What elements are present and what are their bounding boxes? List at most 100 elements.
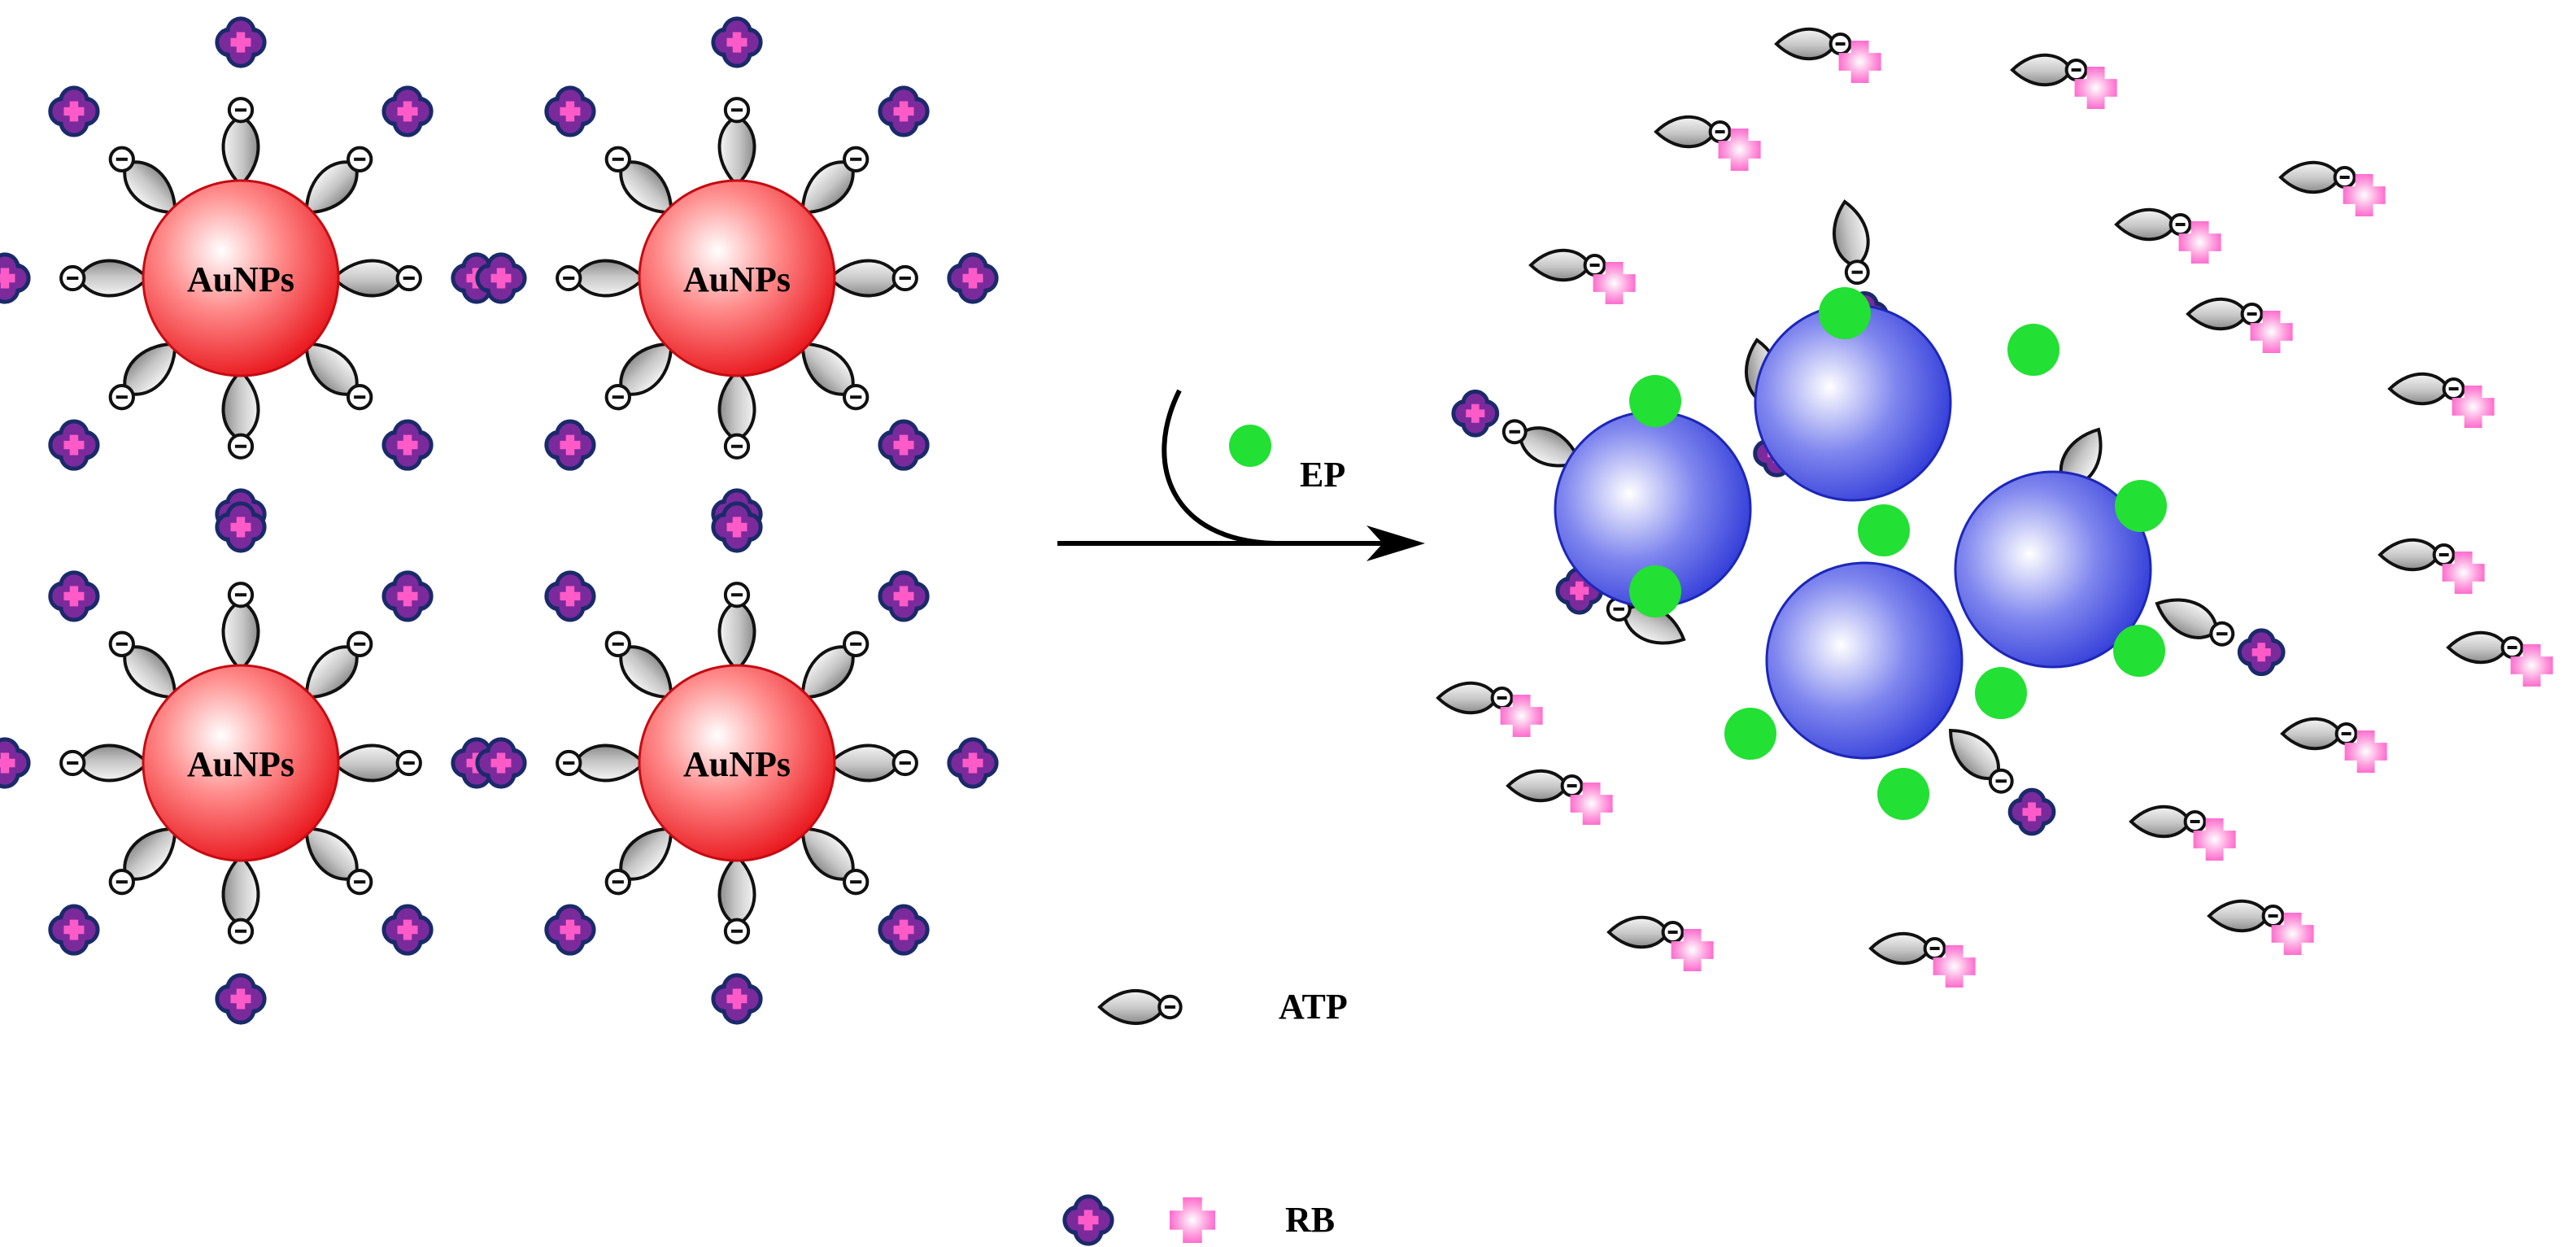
atp-ligand: [800, 342, 870, 411]
atp-molecule: [2010, 53, 2088, 87]
free-atp-rb-pairs: [1436, 27, 2553, 988]
free-atp-rb-pair: [2129, 804, 2236, 861]
ep-reagent-dot: [1229, 425, 1271, 467]
atp-ligand: [108, 826, 177, 896]
free-atp-rb-pair: [1774, 27, 1881, 83]
free-atp-rb-pair: [2010, 53, 2117, 109]
free-atp-rb-pair: [2446, 630, 2553, 687]
rb-bound-marker: [711, 501, 763, 553]
legend: ATP RB: [1062, 987, 1348, 1246]
atp-molecule: [2114, 207, 2192, 242]
reaction-arrow: EP: [1057, 389, 1425, 561]
free-atp-rb-pair: [1436, 681, 1543, 737]
atp-ligand: [59, 743, 150, 783]
atp-legend-label: ATP: [1279, 987, 1348, 1027]
rb-bound-marker: [711, 16, 763, 68]
rb-bound-marker: [381, 85, 434, 137]
rb-bound-marker: [215, 16, 267, 68]
atp-ligand: [717, 368, 756, 460]
rb-bound-marker: [381, 570, 434, 622]
rb-free-marker: [1718, 129, 1761, 171]
atp-ligand: [827, 259, 918, 298]
reaction-arrow-head: [1366, 525, 1425, 561]
rb-bound-marker: [2237, 628, 2286, 677]
free-atp-rb-pair: [2186, 297, 2293, 353]
rb-bound-marker: [544, 570, 596, 622]
rb-free-marker: [2250, 311, 2293, 353]
aunp-sphere: [638, 664, 836, 862]
ep-dot: [1724, 708, 1776, 760]
aggregated-nanoparticles: [1451, 199, 2286, 836]
atp-molecule: [2129, 804, 2207, 839]
free-atp-rb-pair: [1606, 915, 1714, 971]
aunp-label: AuNPs: [187, 259, 294, 299]
ep-dot: [1629, 565, 1681, 617]
rb-bound-legend-marker: [1062, 1194, 1114, 1246]
atp-rb-bound-pair: [2155, 598, 2286, 677]
ep-dot: [2113, 625, 2165, 677]
rb-bound-marker: [947, 737, 999, 789]
aunp-label: AuNPs: [683, 744, 791, 784]
ep-dot: [1877, 768, 1929, 820]
atp-molecule: [1506, 769, 1584, 803]
aunp-particle: AuNPs: [0, 501, 503, 1025]
rb-bound-marker: [544, 419, 596, 471]
atp-ligand: [331, 259, 422, 298]
ep-dot: [2115, 480, 2167, 532]
rb-free-marker: [2271, 913, 2314, 955]
atp-ligand: [59, 259, 150, 298]
atp-legend-molecule: [1097, 988, 1183, 1026]
rb-legend-icons: [1062, 1194, 1215, 1246]
rb-free-marker: [2074, 67, 2117, 109]
atp-molecule: [2387, 372, 2465, 406]
free-atp-rb-pair: [1506, 769, 1613, 825]
atp-molecule: [2186, 297, 2264, 331]
rb-free-marker: [1570, 783, 1613, 825]
rb-bound-marker: [215, 501, 267, 553]
atp-ligand: [304, 342, 373, 411]
rb-bound-marker: [878, 85, 930, 137]
free-atp-rb-pair: [2280, 717, 2387, 773]
rb-free-marker: [2344, 730, 2387, 773]
ep-input-curve: [1162, 389, 1276, 546]
atp-ligand: [717, 97, 756, 188]
rb-bound-marker: [0, 737, 31, 789]
rb-bound-marker: [381, 419, 434, 471]
rb-bound-marker: [451, 737, 503, 789]
atp-ligand: [800, 826, 870, 896]
free-atp-rb-pair: [1528, 248, 1636, 304]
rb-bound-marker: [544, 85, 596, 137]
atp-ligand: [221, 97, 260, 188]
atp-ligand: [221, 853, 260, 944]
atp-ligand: [604, 630, 673, 700]
free-atp-rb-pair: [2207, 899, 2314, 955]
rb-bound-marker: [475, 737, 527, 789]
rb-bound-marker: [878, 570, 930, 622]
aunp-particle: AuNPs: [0, 16, 503, 540]
atp-rb-bound-pair: [1948, 728, 2056, 836]
rb-bound-marker: [0, 252, 31, 304]
atp-ligand: [556, 743, 647, 783]
atp-ligand: [304, 630, 373, 700]
rb-bound-marker: [1451, 389, 1500, 438]
free-atp-rb-pair: [2378, 538, 2485, 594]
free-atp-rb-pair: [1868, 931, 1976, 988]
atp-ligand: [108, 630, 177, 700]
rb-free-marker: [1593, 262, 1636, 304]
rb-bound-marker: [48, 570, 100, 622]
aunp-particle: AuNPs: [475, 501, 999, 1025]
rb-legend-label: RB: [1285, 1200, 1335, 1240]
free-atp-rb-pair: [2278, 160, 2386, 216]
atp-ligand: [304, 826, 373, 896]
rb-free-marker: [2442, 552, 2485, 594]
atp-molecule: [1948, 728, 2014, 794]
rb-bound-marker: [544, 904, 596, 956]
rb-bound-marker: [215, 973, 267, 1025]
atp-molecule: [1436, 681, 1514, 715]
free-atp-rb-pair: [2387, 372, 2495, 428]
aggregated-sphere: [1954, 470, 2152, 669]
ep-dot: [2007, 324, 2059, 376]
atp-molecule: [1868, 931, 1946, 966]
atp-ligand: [221, 368, 260, 460]
